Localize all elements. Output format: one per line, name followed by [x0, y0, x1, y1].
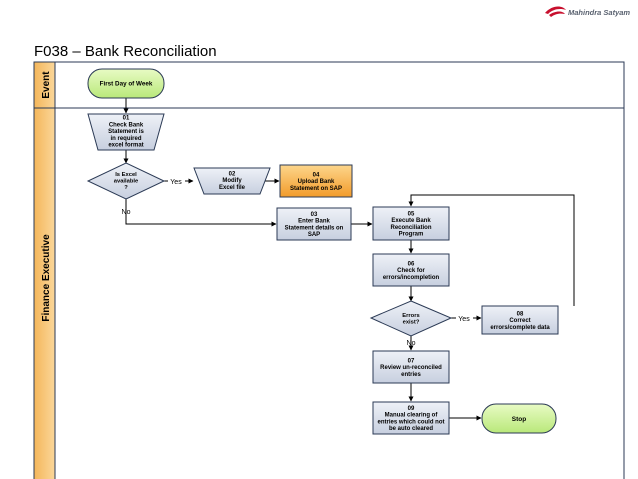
label-line: 08 — [517, 311, 524, 317]
swimlane-frame: Event Finance Executive — [33, 61, 625, 479]
label-line: entries — [401, 372, 421, 378]
stop-event-label: Stop — [512, 416, 526, 423]
label-line: SAP — [308, 232, 320, 238]
label-line: 02 — [229, 171, 236, 177]
label-line: Program — [399, 232, 424, 238]
label-line: be auto cleared — [389, 426, 433, 432]
label-line: Review un-reconciled — [380, 365, 442, 371]
label-line: errors/incompletion — [383, 275, 440, 281]
swoosh-icon — [545, 6, 566, 17]
label-line: Statement is — [108, 129, 144, 135]
label-line: Upload Bank — [298, 179, 335, 185]
label-line: 01 — [123, 116, 130, 122]
mahindra-satyam-logo: Mahindra Satyam — [545, 6, 630, 17]
arrow-dec1-no-to-03 — [125, 199, 277, 227]
label-line: 07 — [408, 358, 415, 364]
label-line: Check Bank — [109, 122, 144, 128]
label-line: Is Excel — [115, 172, 137, 178]
label-line: Execute Bank — [391, 218, 431, 224]
finance-lane-label: Finance Executive — [41, 234, 52, 322]
stop-event: Stop — [481, 403, 557, 434]
label-no-1: No — [122, 209, 131, 216]
label-yes-1: Yes — [170, 179, 182, 186]
label-line: excel format — [108, 143, 143, 149]
label-line: 04 — [313, 172, 320, 178]
arrow-08-to-05 — [408, 194, 575, 306]
label-line: Modify — [222, 178, 242, 184]
label-line: 03 — [311, 212, 318, 218]
event-lane-label: Event — [41, 71, 52, 99]
label-line: entries which could not — [377, 419, 444, 425]
label-line: Manual clearing of — [385, 413, 439, 419]
label-line: Statement on SAP — [290, 186, 342, 192]
start-event: First Day of Week — [87, 68, 165, 99]
label-line: ? — [124, 185, 128, 191]
label-line: First Day of Week — [100, 81, 153, 88]
label-line: available — [114, 179, 139, 185]
connectors — [123, 98, 575, 421]
label-line: exist? — [403, 319, 420, 325]
label-line: 06 — [408, 261, 415, 267]
label-line: Statement details on — [285, 225, 344, 231]
label-line: Excel file — [219, 185, 246, 191]
label-line: 09 — [408, 406, 415, 412]
logo-text: Mahindra Satyam — [568, 8, 630, 17]
label-line: Enter Bank — [298, 219, 330, 225]
label-line: Check for — [397, 268, 425, 274]
label-line: Correct — [509, 318, 530, 324]
label-line: Errors — [402, 313, 419, 319]
label-line: 05 — [408, 212, 415, 218]
label-yes-2: Yes — [458, 316, 470, 323]
label-line: errors/complete data — [490, 325, 550, 331]
label-line: Stop — [512, 416, 526, 423]
label-line: in required — [110, 136, 141, 142]
finance-lane-header — [33, 107, 56, 479]
start-event-label: First Day of Week — [100, 81, 153, 88]
page-title: F038 – Bank Reconciliation — [34, 43, 217, 60]
label-line: Reconciliation — [390, 225, 431, 231]
label-no-2: No — [407, 340, 416, 347]
